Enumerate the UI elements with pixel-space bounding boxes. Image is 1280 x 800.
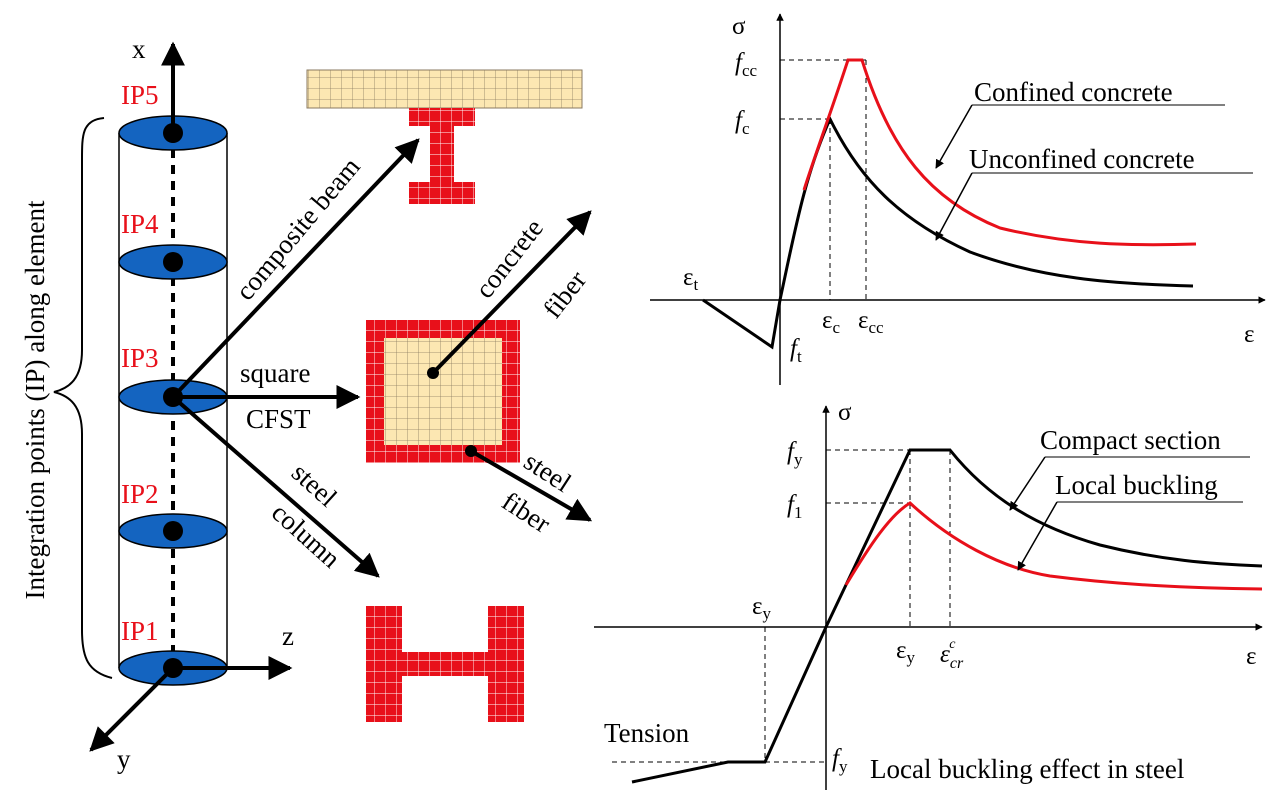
tension-label: Tension (604, 718, 690, 748)
ip3-label: IP3 (121, 343, 159, 373)
arrow-concrete-label-1: concrete (469, 213, 549, 304)
element-diagram: IP5 IP4 IP3 IP2 IP1 x z y Integration po… (20, 34, 420, 774)
svg-text:f1: f1 (787, 491, 802, 522)
eps-cr-label: ε (940, 641, 950, 668)
caption-label: Local buckling effect in steel (870, 754, 1184, 784)
svg-text:fy: fy (832, 745, 848, 776)
arrow-composite-label: composite beam (230, 152, 366, 306)
ip5-label: IP5 (121, 80, 159, 110)
composite-beam-section (306, 69, 583, 204)
arrow-square-label-1: square (240, 358, 310, 388)
x-axis-label: x (132, 34, 146, 64)
svg-text:fc: fc (735, 107, 750, 138)
arrow-composite-beam (171, 138, 420, 399)
steel-i-section (366, 606, 524, 722)
cfst-section: concrete fiber steel fiber (366, 210, 593, 539)
ip4-label: IP4 (121, 209, 159, 239)
arrow-steel-column (171, 395, 380, 578)
svg-text:εt: εt (683, 264, 699, 294)
eps-cc-label: ε (858, 307, 869, 334)
fcc-label: f (735, 49, 745, 76)
confined-concrete-curve (802, 58, 1197, 247)
top-y-axis-label: σ (732, 13, 746, 40)
svg-text:εc: εc (822, 307, 841, 337)
unconfined-concrete-curve (702, 115, 1194, 350)
svg-text:fy: fy (787, 438, 803, 469)
compact-label: Compact section (1040, 425, 1221, 455)
ip-brace (53, 117, 113, 679)
svg-text:εcc: εcc (858, 307, 884, 337)
y-axis-arrow (89, 666, 175, 752)
arrow-square-label-2: CFST (246, 404, 311, 434)
fy-label: f (787, 438, 797, 465)
brace-label: Integration points (IP) along element (20, 200, 50, 599)
ip2-label: IP2 (121, 479, 159, 509)
concrete-stress-strain-chart: σ ε Confined concrete Unconfined concret… (650, 13, 1266, 385)
eps-y-neg-label: ε (752, 593, 763, 620)
local-buckling-curve (844, 501, 1263, 591)
local-label: Local buckling (1055, 470, 1218, 500)
arrow-steelfiber-label-1: steel (519, 446, 577, 498)
y-axis-label: y (117, 744, 131, 774)
eps-y-label: ε (896, 637, 907, 664)
arrow-steel-fiber (469, 449, 593, 522)
steel-stress-strain-chart: σ ε Compact section Local buckling Tensi… (594, 399, 1263, 790)
fc-label: f (735, 107, 745, 134)
fy-neg-label: f (832, 745, 842, 772)
svg-text:εcrc: εcrc (940, 637, 964, 672)
bottom-y-axis-label: σ (838, 399, 852, 426)
svg-text:εy: εy (896, 637, 916, 667)
svg-text:εy: εy (752, 593, 772, 623)
unconfined-label: Unconfined concrete (969, 144, 1195, 174)
bottom-x-axis-label: ε (1246, 643, 1257, 670)
z-axis-label: z (282, 621, 294, 651)
arrow-concrete-label-2: fiber (537, 265, 592, 324)
arrow-concrete-fiber (431, 210, 592, 375)
eps-t-label: ε (683, 264, 694, 291)
compact-section-curve (631, 448, 1263, 784)
svg-text:ft: ft (790, 335, 802, 366)
ft-label: f (790, 335, 800, 362)
eps-c-label: ε (822, 307, 833, 334)
f1-label: f (787, 491, 797, 518)
top-x-axis-label: ε (1244, 321, 1255, 348)
confined-label: Confined concrete (974, 77, 1173, 107)
svg-text:fcc: fcc (735, 49, 757, 80)
ip1-label: IP1 (121, 616, 159, 646)
